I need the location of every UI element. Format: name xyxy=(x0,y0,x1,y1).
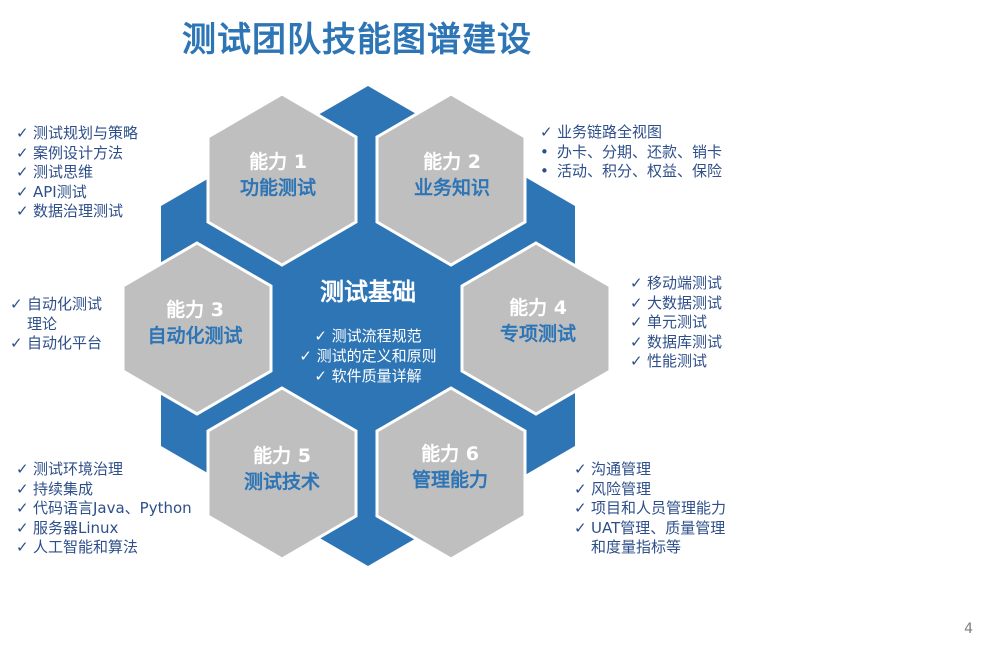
hex1-name: 功能测试 xyxy=(240,176,316,199)
list-item: ✓大数据测试 xyxy=(630,293,723,312)
center-item: ✓ 软件质量详解 xyxy=(314,367,422,385)
list-item: ✓服务器Linux xyxy=(16,518,119,537)
page-number: 4 xyxy=(964,621,973,637)
hex-ability-5[interactable] xyxy=(206,386,358,561)
hex-ability-3[interactable] xyxy=(121,241,273,416)
hex1-number: 能力 1 xyxy=(249,150,307,173)
bullet-icon: • xyxy=(540,162,549,180)
hex6-number: 能力 6 xyxy=(421,442,479,465)
list-item: ✓自动化测试 xyxy=(10,295,103,313)
check-icon: ✓ xyxy=(16,499,29,517)
check-icon: ✓ xyxy=(16,143,29,162)
list-item: ✓风险管理 xyxy=(574,479,652,498)
list-item: ✓数据治理测试 xyxy=(16,202,124,220)
hex2-name: 业务知识 xyxy=(414,176,490,199)
check-icon: ✓ xyxy=(16,202,29,220)
list-item: ✓案例设计方法 xyxy=(16,143,124,162)
check-icon: ✓ xyxy=(16,460,29,478)
ability6-list: ✓沟通管理 ✓风险管理 ✓项目和人员管理能力 ✓UAT管理、质量管理 和度量指标… xyxy=(574,460,726,558)
check-icon: ✓ xyxy=(630,313,643,331)
hex6-name: 管理能力 xyxy=(412,468,488,491)
check-icon: ✓ xyxy=(574,518,587,537)
check-icon: ✓ xyxy=(630,332,643,351)
ability2-list: ✓业务链路全视图 •办卡、分期、还款、销卡 •活动、积分、权益、保险 xyxy=(540,123,722,182)
list-item: •活动、积分、权益、保险 xyxy=(540,162,723,180)
list-item: ✓自动化平台 xyxy=(10,334,103,352)
list-item: ✓沟通管理 xyxy=(574,460,652,478)
list-item: ✓性能测试 xyxy=(630,352,708,370)
check-icon: ✓ xyxy=(630,274,643,292)
list-item: ✓人工智能和算法 xyxy=(16,538,139,556)
center-checklist: ✓ 测试流程规范 ✓ 测试的定义和原则 ✓ 软件质量详解 xyxy=(288,326,448,386)
list-item: ✓数据库测试 xyxy=(630,332,723,351)
ability3-list: ✓自动化测试 理论 ✓自动化平台 xyxy=(10,295,102,354)
check-icon: ✓ xyxy=(10,295,23,313)
ability4-list: ✓移动端测试 ✓大数据测试 ✓单元测试 ✓数据库测试 ✓性能测试 xyxy=(630,274,722,372)
hex-ability-1[interactable] xyxy=(206,92,358,267)
check-icon: ✓ xyxy=(574,460,587,478)
list-item: ✓单元测试 xyxy=(630,313,708,331)
list-item: ✓业务链路全视图 xyxy=(540,123,663,141)
hex-ability-4[interactable] xyxy=(460,241,612,416)
bullet-icon: • xyxy=(540,142,549,161)
hex5-name: 测试技术 xyxy=(244,470,320,493)
check-icon: ✓ xyxy=(574,499,587,517)
list-item: •办卡、分期、还款、销卡 xyxy=(540,142,723,161)
check-icon: ✓ xyxy=(16,518,29,537)
hex5-number: 能力 5 xyxy=(253,444,311,467)
hex2-number: 能力 2 xyxy=(423,150,481,173)
check-icon: ✓ xyxy=(299,347,317,365)
check-icon: ✓ xyxy=(314,327,332,345)
list-item: ✓测试规划与策略 xyxy=(16,124,139,142)
hex4-name: 专项测试 xyxy=(500,322,576,345)
list-item: ✓测试环境治理 xyxy=(16,460,124,478)
list-item: ✓移动端测试 xyxy=(630,274,723,292)
check-icon: ✓ xyxy=(540,123,553,141)
ability1-list: ✓测试规划与策略 ✓案例设计方法 ✓测试思维 ✓API测试 ✓数据治理测试 xyxy=(16,124,138,222)
check-icon: ✓ xyxy=(574,479,587,498)
check-icon: ✓ xyxy=(16,479,29,498)
check-icon: ✓ xyxy=(16,538,29,556)
check-icon: ✓ xyxy=(630,293,643,312)
center-item: ✓ 测试流程规范 xyxy=(314,327,422,345)
check-icon: ✓ xyxy=(630,352,643,370)
check-icon: ✓ xyxy=(16,163,29,181)
list-item: ✓API测试 xyxy=(16,182,87,201)
ability5-list: ✓测试环境治理 ✓持续集成 ✓代码语言Java、Python ✓服务器Linux… xyxy=(16,460,192,558)
list-item: ✓测试思维 xyxy=(16,163,94,181)
list-item: 理论 xyxy=(27,314,58,333)
list-item: 和度量指标等 xyxy=(591,538,682,556)
list-item: ✓UAT管理、质量管理 xyxy=(574,518,726,537)
page-title: 测试团队技能图谱建设 xyxy=(182,20,532,60)
check-icon: ✓ xyxy=(16,182,29,201)
hex4-number: 能力 4 xyxy=(509,296,567,319)
hex3-number: 能力 3 xyxy=(166,298,224,321)
hex-ability-2[interactable] xyxy=(375,92,527,267)
center-title: 测试基础 xyxy=(320,278,416,306)
list-item: ✓持续集成 xyxy=(16,479,94,498)
check-icon: ✓ xyxy=(314,367,332,385)
hex-ability-6[interactable] xyxy=(375,386,527,561)
check-icon: ✓ xyxy=(10,334,23,352)
center-item: ✓ 测试的定义和原则 xyxy=(299,347,437,365)
list-item: ✓代码语言Java、Python xyxy=(16,499,192,517)
hex3-name: 自动化测试 xyxy=(147,324,242,347)
check-icon: ✓ xyxy=(16,124,29,142)
list-item: ✓项目和人员管理能力 xyxy=(574,499,727,517)
